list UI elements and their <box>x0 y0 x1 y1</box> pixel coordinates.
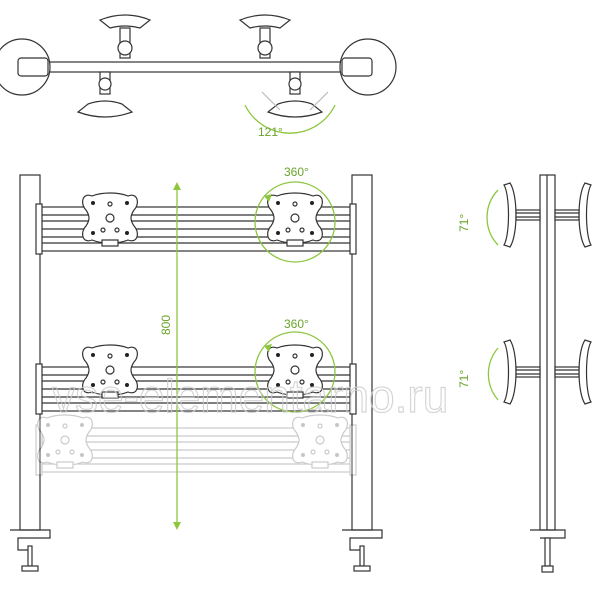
top-angle-label: 121° <box>258 125 283 139</box>
bottom-mount-2 <box>261 71 329 118</box>
tilt-arc-top <box>244 104 336 134</box>
side-mount-upper-right <box>554 182 592 248</box>
plate-upper-right <box>267 192 323 247</box>
right-clamp <box>342 529 383 572</box>
top-mount-2 <box>238 14 292 59</box>
rotation-label-lower: 360° <box>284 317 309 331</box>
plate-upper-left <box>82 192 138 247</box>
side-mount-lower-right <box>554 339 592 405</box>
watermark: vse-elementarno.ru <box>52 370 448 422</box>
bottom-mount-1 <box>76 71 134 118</box>
height-label: 800 <box>159 315 173 335</box>
side-mount-lower-left <box>503 339 541 405</box>
left-clamp <box>10 529 51 572</box>
tilt-label-upper: 71° <box>457 214 471 232</box>
tilt-arc-lower <box>487 347 499 401</box>
rotation-circle-lower <box>254 331 336 413</box>
side-view: 71° 71° <box>457 174 592 573</box>
tilt-label-lower: 71° <box>457 370 471 388</box>
ghost-rail <box>35 414 357 476</box>
side-mount-upper-left <box>503 182 541 248</box>
rotation-circle-upper <box>254 181 336 263</box>
top-bar <box>21 61 373 73</box>
rotation-label-upper: 360° <box>284 165 309 179</box>
top-mount-1 <box>98 14 152 59</box>
tilt-arc-upper <box>486 189 499 246</box>
top-view: 121° <box>0 14 397 139</box>
front-view: 360° 360° 800 <box>10 165 383 572</box>
side-clamp <box>530 529 566 573</box>
